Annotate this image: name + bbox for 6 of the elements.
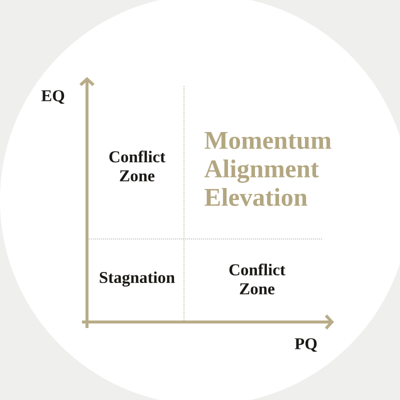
quadrant-label: Conflict Zone	[229, 264, 286, 294]
quadrant-label: Stagnation	[100, 271, 175, 287]
axis-label: EQ	[41, 90, 64, 104]
quadrant-label: Conflict Zone	[109, 150, 166, 182]
axis-label: PQ	[294, 338, 317, 352]
quadrant-label: Momentum Alignment Elevation	[204, 132, 332, 206]
